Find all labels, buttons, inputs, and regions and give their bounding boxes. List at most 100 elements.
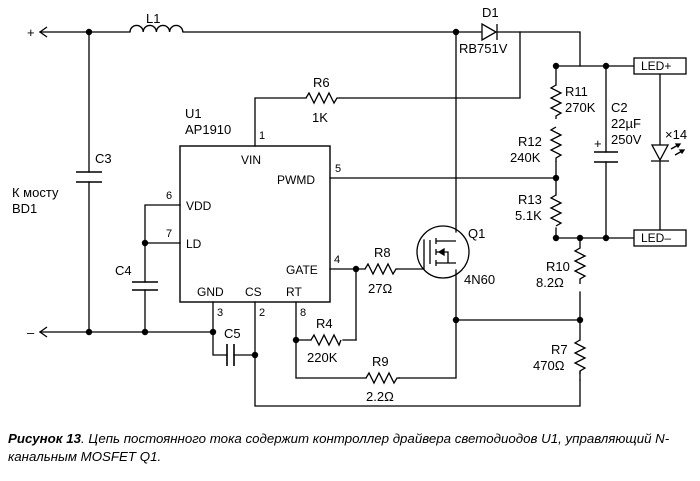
r7-value: 470Ω <box>533 358 565 373</box>
resistor-r12-icon <box>549 126 563 162</box>
connector-led-minus <box>633 229 687 247</box>
wire-rt <box>295 301 457 379</box>
r9-ref: R9 <box>372 354 389 369</box>
pin-cs-name: CS <box>245 285 262 299</box>
junction-dot <box>452 28 460 36</box>
resistor-r6-icon <box>305 91 340 105</box>
junction-dot <box>251 351 259 359</box>
led-plus-label: LED+ <box>641 59 671 73</box>
r12-ref: R12 <box>518 134 542 149</box>
capacitor-c4-icon <box>132 281 158 291</box>
c2-ref: C2 <box>611 100 628 115</box>
l1-ref: L1 <box>146 11 160 26</box>
pin-vdd-num: 6 <box>166 190 172 202</box>
capacitor-c3-icon <box>76 171 102 183</box>
resistor-r8-icon <box>364 262 398 276</box>
minus-arrow-icon <box>38 326 48 338</box>
resistor-r11-icon <box>549 84 563 119</box>
r7-ref: R7 <box>551 342 568 357</box>
c2-polarity: + <box>594 136 602 151</box>
r4-ref: R4 <box>316 316 333 331</box>
caption-label: Рисунок 13 <box>8 431 81 446</box>
pin-gnd-num: 3 <box>217 307 223 319</box>
c4-ref: C4 <box>115 263 132 278</box>
r11-value: 270K <box>565 100 596 115</box>
junction-dot <box>141 328 149 336</box>
junction-dot <box>552 234 560 242</box>
resistor-r10-icon <box>573 247 587 284</box>
r13-ref: R13 <box>518 192 542 207</box>
r4-value: 220K <box>307 350 338 365</box>
capacitor-c2-icon <box>594 151 618 163</box>
r10-ref: R10 <box>546 259 570 274</box>
junction-dot <box>85 28 93 36</box>
q1-ref: Q1 <box>468 226 485 241</box>
r11-ref: R11 <box>565 84 588 99</box>
pin-pwmd-name: PWMD <box>277 173 315 187</box>
net-minus-label: – <box>27 325 35 340</box>
pin-ld-name: LD <box>186 237 202 251</box>
c2-voltage: 250V <box>611 132 642 147</box>
d1-ref: D1 <box>482 5 499 20</box>
r8-ref: R8 <box>374 245 391 260</box>
u1-ref: U1 <box>185 106 202 121</box>
junction-dot <box>352 265 360 273</box>
led-icon <box>650 143 686 162</box>
junction-dot <box>602 62 610 70</box>
pin-ld-num: 7 <box>166 228 172 240</box>
resistor-r9-icon <box>365 371 400 385</box>
junction-dot <box>576 234 584 242</box>
led-minus-label: LED– <box>641 231 671 245</box>
r12-value: 240K <box>510 150 541 165</box>
caption-text: . Цепь постоянного тока содержит контрол… <box>8 431 670 464</box>
c3-ref: C3 <box>95 151 112 166</box>
wire-top-rail-right <box>497 31 581 67</box>
pin-vin-name: VIN <box>241 153 261 167</box>
r8-value: 27Ω <box>368 281 392 296</box>
pin-gnd-name: GND <box>197 285 224 299</box>
input-label-line2: BD1 <box>12 201 37 216</box>
capacitor-c5-icon <box>226 344 235 366</box>
resistor-r4-icon <box>310 333 342 347</box>
junction-dot <box>452 316 460 324</box>
pin-vin-num: 1 <box>259 130 265 142</box>
input-label-line1: К мосту <box>12 185 59 200</box>
pin-rt-name: RT <box>286 285 302 299</box>
d1-value: RB751V <box>459 41 508 56</box>
r9-value: 2.2Ω <box>366 389 394 404</box>
u1-part: AP1910 <box>185 122 231 137</box>
r13-value: 5.1K <box>515 208 542 223</box>
net-plus-label: + <box>27 25 35 40</box>
wire-vin-r6 <box>254 31 521 147</box>
junction-dot <box>552 174 560 182</box>
diode-d1-icon <box>481 22 498 42</box>
r10-value: 8.2Ω <box>536 275 564 290</box>
junction-dot <box>209 328 217 336</box>
circuit-schematic: + – К мосту BD1 L1 D1 RB751V R6 1K U1 AP… <box>12 5 687 407</box>
c5-ref: C5 <box>224 326 241 341</box>
pin-vdd-name: VDD <box>186 199 212 213</box>
led-count: ×14 <box>665 127 687 142</box>
pin-rt-num: 8 <box>300 307 306 319</box>
wire-vdd-ld <box>144 204 181 333</box>
ic-u1-body <box>179 145 331 303</box>
plus-arrow-icon <box>38 26 48 38</box>
r6-value: 1K <box>312 110 328 125</box>
pin-cs-num: 2 <box>259 307 265 319</box>
junction-dot <box>292 336 300 344</box>
pin-gate-name: GATE <box>286 263 318 277</box>
figure-caption: Рисунок 13. Цепь постоянного тока содерж… <box>8 430 698 466</box>
junction-dot <box>141 239 149 247</box>
junction-dot <box>602 234 610 242</box>
r6-ref: R6 <box>313 75 330 90</box>
junction-dot <box>552 62 560 70</box>
mosfet-q1-icon <box>416 225 470 279</box>
pin-gate-num: 4 <box>334 254 340 266</box>
connector-led-plus <box>633 57 687 75</box>
inductor-l1-icon <box>129 24 184 33</box>
q1-part: 4N60 <box>464 272 495 287</box>
resistor-r7-icon <box>573 339 587 374</box>
wire-gnd-c5 <box>212 301 256 356</box>
pin-pwmd-num: 5 <box>335 163 341 175</box>
junction-dot <box>85 328 93 336</box>
